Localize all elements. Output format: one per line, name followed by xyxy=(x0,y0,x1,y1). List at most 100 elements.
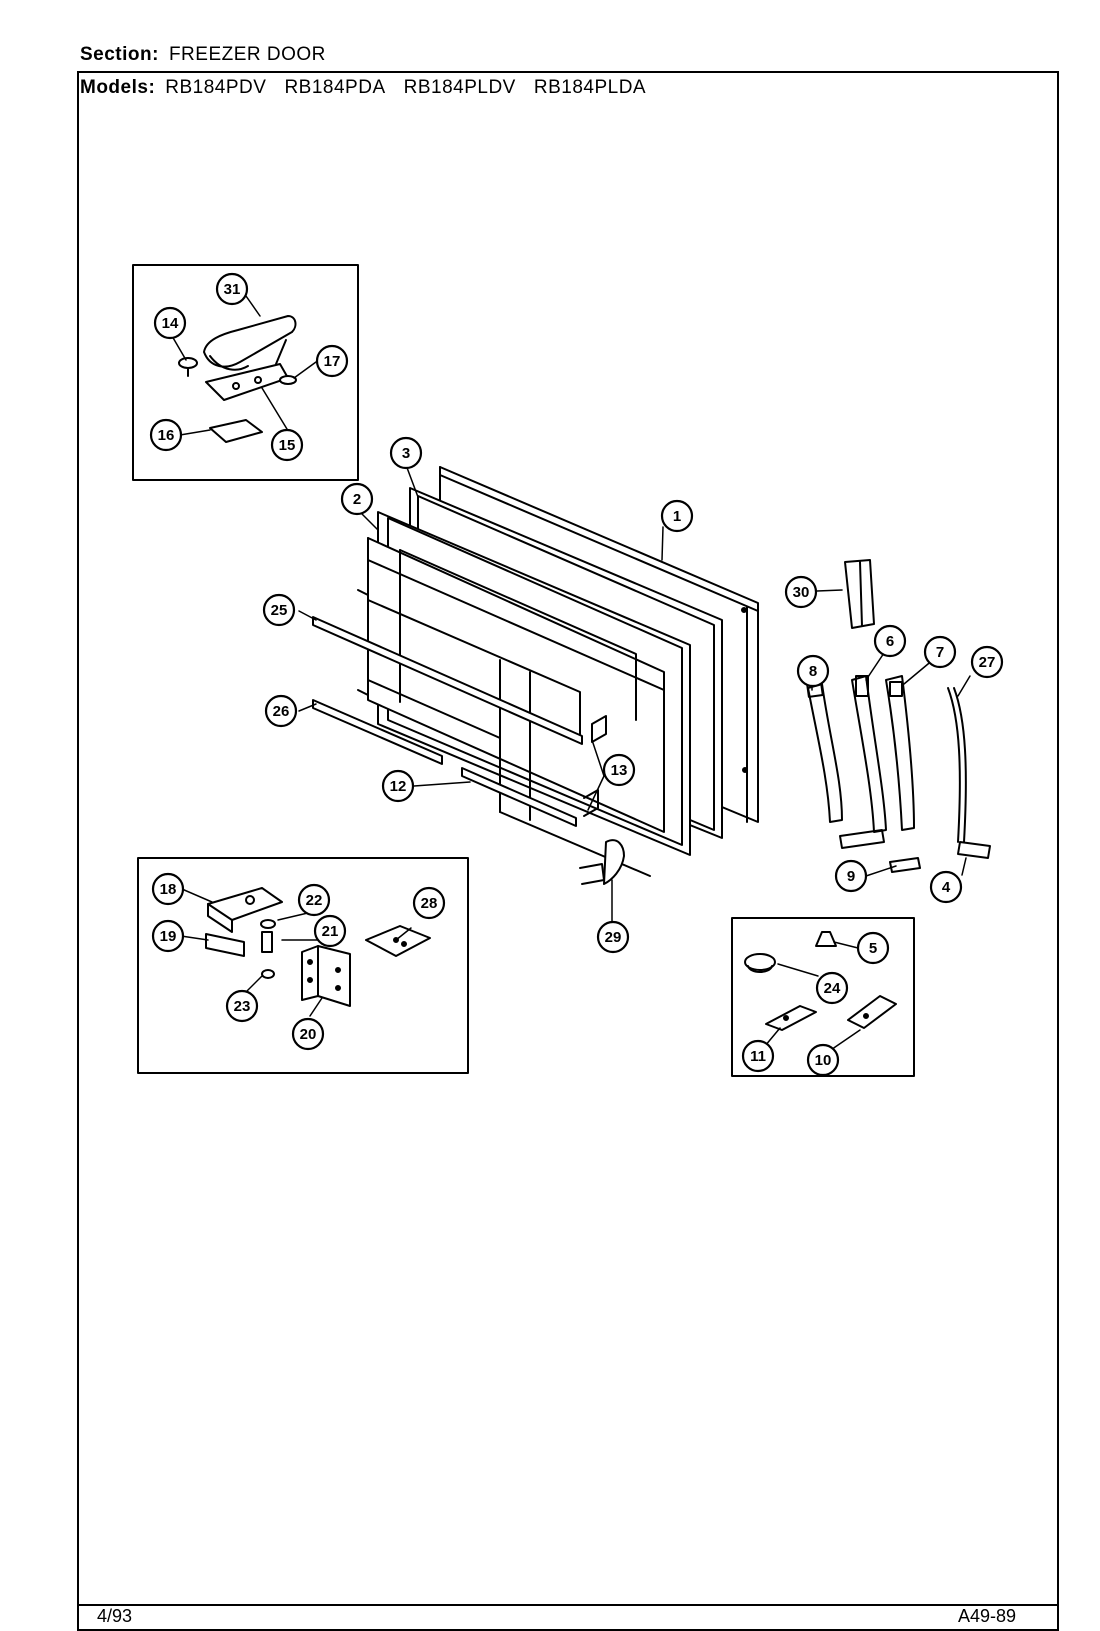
callout-31: 31 xyxy=(215,272,249,306)
handle-right xyxy=(885,675,915,831)
handle-trim-strip xyxy=(947,687,967,843)
door-shelf-rail-upper xyxy=(312,616,583,745)
callout-2: 2 xyxy=(340,482,374,516)
top-hinge-inset-box xyxy=(132,264,359,481)
door-latch-right xyxy=(847,995,897,1029)
exploded-parts-diagram xyxy=(132,264,991,1077)
callout-number: 10 xyxy=(815,1052,832,1069)
leader-lines xyxy=(171,295,971,1057)
callout-number: 8 xyxy=(809,663,817,680)
callout-3: 3 xyxy=(389,436,423,470)
handle-center xyxy=(839,675,887,849)
callout-number: 4 xyxy=(942,879,951,896)
section-heading: Section:FREEZER DOOR xyxy=(80,44,326,66)
callout-19: 19 xyxy=(151,919,185,953)
callout-number: 9 xyxy=(847,868,855,885)
callout-16: 16 xyxy=(149,418,183,452)
callout-17: 17 xyxy=(315,344,349,378)
callout-number: 20 xyxy=(300,1026,317,1043)
hinge-cover xyxy=(203,315,297,371)
callout-circle xyxy=(602,753,636,787)
hinge-plug xyxy=(178,357,198,377)
callout-circle xyxy=(262,593,296,627)
bottom-hinge xyxy=(207,887,283,933)
section-title: FREEZER DOOR xyxy=(168,44,326,65)
callout-number: 2 xyxy=(353,491,361,508)
callout-number: 1 xyxy=(673,508,681,525)
callout-circle xyxy=(270,428,304,462)
models-label: Models: xyxy=(80,77,156,98)
footer-code: A49-89 xyxy=(958,1606,1017,1626)
screw xyxy=(815,931,837,947)
callout-circle xyxy=(815,971,849,1005)
model-number: RB184PLDV xyxy=(403,77,516,98)
callout-circle xyxy=(796,654,830,688)
callout-number: 23 xyxy=(234,998,251,1015)
callout-circle xyxy=(153,306,187,340)
hinge-shim xyxy=(209,419,263,443)
callout-number: 12 xyxy=(390,778,407,795)
callout-number: 30 xyxy=(793,584,810,601)
callout-number: 27 xyxy=(979,654,996,671)
model-number: RB184PDV xyxy=(165,77,267,98)
callout-12: 12 xyxy=(381,769,415,803)
callout-number: 5 xyxy=(869,940,877,957)
callout-number: 19 xyxy=(160,928,177,945)
callout-number: 24 xyxy=(824,980,841,997)
bottom-hinge-inset-box xyxy=(137,857,469,1074)
callout-circle xyxy=(970,645,1004,679)
callout-21: 21 xyxy=(313,914,347,948)
callout-14: 14 xyxy=(153,306,187,340)
callout-4: 4 xyxy=(929,870,963,904)
callout-circle xyxy=(297,883,331,917)
callout-circle xyxy=(313,914,347,948)
callout-circle xyxy=(151,872,185,906)
callout-circle xyxy=(784,575,818,609)
callout-number: 15 xyxy=(279,437,296,454)
callout-number: 29 xyxy=(605,929,622,946)
callout-circle xyxy=(412,886,446,920)
callout-number: 31 xyxy=(224,281,241,298)
callout-25: 25 xyxy=(262,593,296,627)
pin-washer xyxy=(261,969,275,979)
callout-circle xyxy=(806,1043,840,1077)
hinge-bracket xyxy=(301,945,351,1007)
callout-7: 7 xyxy=(923,635,957,669)
button-plug xyxy=(744,953,776,973)
callout-number: 7 xyxy=(936,644,944,661)
callout-circle xyxy=(929,870,963,904)
handle-cap xyxy=(844,559,875,629)
callout-10: 10 xyxy=(806,1043,840,1077)
callout-number: 26 xyxy=(273,703,290,720)
callout-number: 17 xyxy=(324,353,341,370)
callout-circle xyxy=(151,919,185,953)
callout-number: 22 xyxy=(306,892,323,909)
door-rail-bottom xyxy=(461,767,577,827)
callout-number: 18 xyxy=(160,881,177,898)
rail-clip xyxy=(583,715,607,817)
callout-20: 20 xyxy=(291,1017,325,1051)
callout-23: 23 xyxy=(225,989,259,1023)
callout-circle xyxy=(264,694,298,728)
callout-circle xyxy=(660,499,694,533)
callout-circle xyxy=(856,931,890,965)
callout-number: 3 xyxy=(402,445,410,462)
callout-circle xyxy=(381,769,415,803)
callout-30: 30 xyxy=(784,575,818,609)
callout-18: 18 xyxy=(151,872,185,906)
callout-24: 24 xyxy=(815,971,849,1005)
callout-number: 11 xyxy=(750,1048,766,1065)
callout-11: 11 xyxy=(741,1039,775,1073)
callout-number: 13 xyxy=(611,762,628,779)
handle-plug xyxy=(957,841,991,859)
callout-number: 25 xyxy=(271,602,288,619)
callout-circle xyxy=(149,418,183,452)
callout-circle xyxy=(389,436,423,470)
callout-13: 13 xyxy=(602,753,636,787)
callout-26: 26 xyxy=(264,694,298,728)
callout-6: 6 xyxy=(873,624,907,658)
hinge-washer xyxy=(279,375,297,385)
callout-layer: 1234567891011121314151617181920212223242… xyxy=(149,272,1004,1077)
callout-circle xyxy=(873,624,907,658)
